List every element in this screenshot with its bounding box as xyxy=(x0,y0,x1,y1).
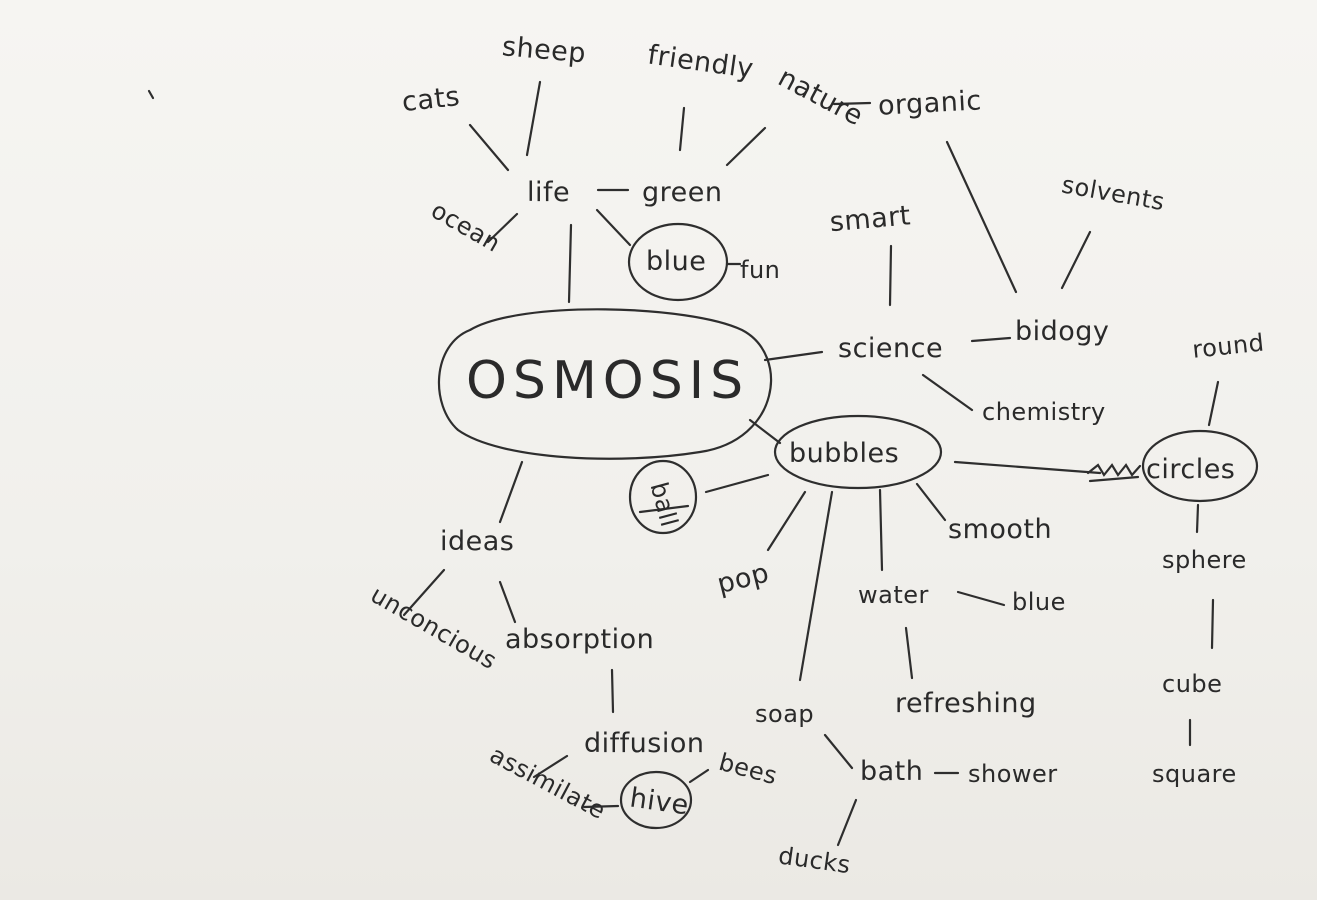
line-bath-ducks xyxy=(836,798,858,847)
word-biology: bidogy xyxy=(1015,316,1109,347)
line-cats-life xyxy=(468,123,510,172)
word-circles: circles xyxy=(1146,454,1235,485)
word-diffusion: diffusion xyxy=(584,728,704,759)
hive-circle xyxy=(619,770,693,830)
word-friendly: friendly xyxy=(646,40,756,86)
line-bubbles-soap xyxy=(798,490,834,682)
ball-circle xyxy=(628,459,698,535)
word-hive: hive xyxy=(628,783,691,822)
word-fun: fun xyxy=(740,256,780,284)
line-hive-bees xyxy=(688,768,710,784)
line-assimilate-hive xyxy=(582,804,620,809)
line-bubbles-ball xyxy=(704,473,770,494)
node-outlines xyxy=(437,222,1259,830)
word-smart: smart xyxy=(829,200,913,238)
line-ideas-absorption xyxy=(498,580,517,624)
line-circles-sphere xyxy=(1195,503,1200,534)
word-smooth: smooth xyxy=(948,514,1052,545)
line-nature-organic xyxy=(832,101,872,106)
line-science-biology xyxy=(970,336,1012,343)
word-bath: bath xyxy=(860,756,923,787)
line-water-blue xyxy=(956,590,1006,607)
word-sheep: sheep xyxy=(501,31,587,69)
word-bubbles: bubbles xyxy=(789,438,899,469)
connector-lines xyxy=(147,80,1220,847)
line-osmosis-ideas xyxy=(498,460,524,524)
circles-ellipse xyxy=(1141,429,1259,503)
line-friendly-green xyxy=(678,106,686,152)
stray-mark xyxy=(147,89,155,100)
word-chemistry: chemistry xyxy=(982,398,1106,426)
word-bees: bees xyxy=(716,748,781,790)
line-bubbles-pop xyxy=(766,490,807,552)
word-ideas: ideas xyxy=(440,526,514,557)
word-refreshing: refreshing xyxy=(895,688,1037,719)
word-ball: ball xyxy=(645,479,684,530)
line-bubbles-smooth xyxy=(915,482,947,522)
word-round: round xyxy=(1191,328,1266,363)
word-ducks: ducks xyxy=(777,841,853,879)
line-organic-biology xyxy=(945,140,1018,294)
osmosis-ellipse xyxy=(437,308,773,460)
word-science: science xyxy=(838,333,943,364)
bubbles-ellipse xyxy=(773,414,943,490)
word-solvents: solvents xyxy=(1060,171,1167,217)
line-bubbles-water xyxy=(878,488,884,572)
word-water: water xyxy=(858,581,929,609)
word-cube: cube xyxy=(1162,670,1222,698)
line-solvents-biology xyxy=(1060,230,1092,290)
scribble-mark xyxy=(1086,463,1142,483)
word-unconcious: unconcious xyxy=(366,580,502,675)
blue-circle xyxy=(627,222,729,302)
node-words: OSMOSIS cats sheep friendly nature organ… xyxy=(366,31,1266,879)
word-shower: shower xyxy=(968,760,1058,788)
line-life-osmosis xyxy=(567,223,573,304)
word-square: square xyxy=(1152,760,1237,788)
line-water-refreshing xyxy=(904,626,914,680)
word-sphere: sphere xyxy=(1162,546,1247,574)
word-life: life xyxy=(527,177,570,208)
word-absorption: absorption xyxy=(505,624,654,655)
line-osmosis-science xyxy=(763,350,824,362)
line-absorption-diffusion xyxy=(610,668,615,714)
line-science-chemistry xyxy=(921,373,974,412)
word-green: green xyxy=(642,177,722,208)
word-blue-top: blue xyxy=(646,246,706,277)
line-diffusion-assimilate xyxy=(532,754,569,779)
line-ideas-unconcious xyxy=(402,568,446,617)
line-nature-green xyxy=(725,126,767,167)
line-soap-bath xyxy=(823,733,854,770)
line-round-circles xyxy=(1207,380,1220,427)
word-blue-water: blue xyxy=(1012,588,1066,616)
line-sphere-cube xyxy=(1210,598,1215,650)
word-cats: cats xyxy=(400,81,461,118)
ball-underline xyxy=(638,504,690,514)
word-ocean: ocean xyxy=(426,196,505,258)
line-ocean-life xyxy=(486,212,519,244)
word-organic: organic xyxy=(877,85,982,121)
central-topic: OSMOSIS xyxy=(466,351,749,411)
line-bubbles-circles xyxy=(953,460,1102,475)
line-sheep-life xyxy=(525,80,542,157)
line-smart-science xyxy=(888,244,893,307)
word-pop: pop xyxy=(714,557,772,600)
word-soap: soap xyxy=(755,700,814,728)
word-nature: nature xyxy=(773,62,868,132)
line-life-blue xyxy=(595,208,632,247)
